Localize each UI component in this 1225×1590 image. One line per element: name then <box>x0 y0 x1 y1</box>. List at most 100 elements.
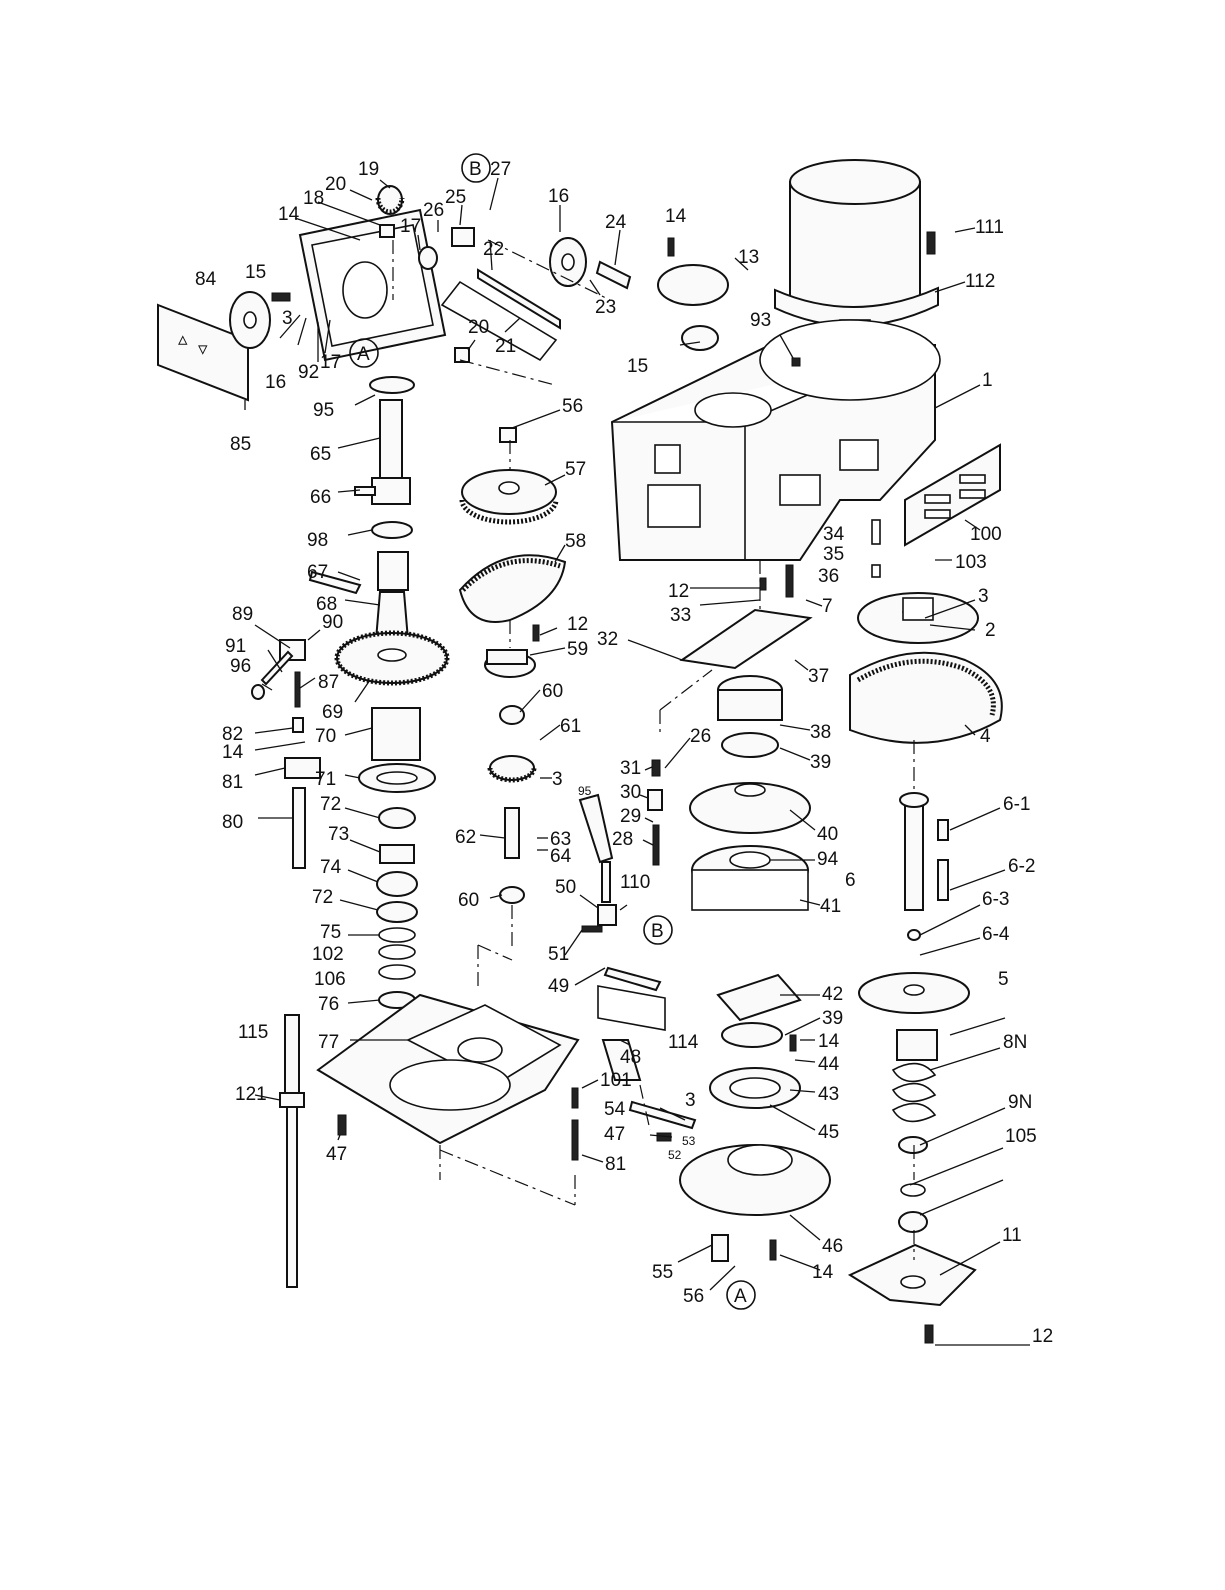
callout-111: 111 <box>975 217 1004 238</box>
bracket-64 <box>486 649 528 665</box>
callout-26: 22 <box>483 239 504 260</box>
base-plate <box>316 993 580 1145</box>
callout-19: 17 <box>320 352 341 373</box>
callout-81: 76 <box>318 994 339 1015</box>
screw-35 <box>651 759 661 777</box>
callout-114: 115 <box>238 1022 268 1043</box>
callout-64: 59 <box>567 639 588 660</box>
callout-23: 20 <box>325 174 346 195</box>
callout-110: 110 <box>620 872 650 893</box>
screw-39 <box>785 564 794 598</box>
callout-5: 5 <box>998 969 1009 990</box>
bushing-34 <box>647 789 663 811</box>
worm-21 <box>379 224 395 238</box>
washer-96 <box>791 357 801 367</box>
callout-51-left: 47 <box>326 1144 347 1165</box>
callout-16: 14 <box>278 204 300 225</box>
callout-115: 121 <box>235 1084 267 1105</box>
callout-33: 29 <box>620 806 641 827</box>
callout-17: 15 <box>245 262 266 283</box>
callout-72: 67 <box>307 562 328 583</box>
callout-59: 55 <box>652 1262 673 1283</box>
head-housing <box>610 319 941 561</box>
screw-14b <box>789 1034 797 1052</box>
callout-95: 92 <box>298 362 319 383</box>
callout-63: 58 <box>565 531 586 552</box>
callout-79: 74 <box>320 857 342 878</box>
callout-6-1: 6-1 <box>1003 794 1030 815</box>
callout-11: 11 <box>1002 1225 1022 1246</box>
callout-32: 28 <box>612 829 633 850</box>
spindle-stack <box>308 376 450 1009</box>
screw-12b <box>532 624 540 642</box>
top-cover <box>298 208 447 362</box>
callout-14-left: 14 <box>222 742 244 763</box>
callout-labels: 111 112 1 100 103 3 2 4 6-1 6-2 6 6-3 6-… <box>195 159 1053 1347</box>
callout-34: 30 <box>620 782 641 803</box>
callout-40: 36 <box>818 566 839 587</box>
callout-39: 35 <box>823 544 844 565</box>
callout-43: 39 <box>810 752 831 773</box>
callout-20: 17 <box>400 216 421 237</box>
callout-6: 6 <box>845 870 856 891</box>
callout-27: 23 <box>595 297 616 318</box>
callout-18-top: 16 <box>548 186 569 207</box>
callout-58: 54 <box>604 1099 626 1120</box>
shaft-25 <box>477 268 561 330</box>
callout-44: 40 <box>817 824 838 845</box>
feed-handle <box>578 793 666 1081</box>
callout-101: 100 <box>970 524 1002 545</box>
collar-20 <box>418 246 438 270</box>
screw-12 <box>759 577 767 591</box>
callout-18-left: 16 <box>265 372 286 393</box>
callout-41: 37 <box>808 666 829 687</box>
callout-65-lower: 60 <box>458 890 479 911</box>
callout-48: 44 <box>818 1054 840 1075</box>
callout-14-top: 14 <box>665 206 687 227</box>
callout-13: 13 <box>738 247 759 268</box>
callout-4: 4 <box>980 726 991 747</box>
callout-3-top: 3 <box>282 308 293 329</box>
callout-106: 105 <box>1005 1126 1037 1147</box>
callout-99: 96 <box>230 656 251 677</box>
assembly-center-lines <box>392 239 915 1260</box>
callout-37: 33 <box>670 605 691 626</box>
shaft-28 <box>595 260 632 290</box>
callout-46: 42 <box>822 984 843 1005</box>
callout-leaders <box>244 177 1030 1346</box>
depth-stop-parts <box>251 639 321 869</box>
callout-24: 20 <box>468 317 489 338</box>
callout-38: 34 <box>823 524 845 545</box>
callout-75: 70 <box>315 726 336 747</box>
spindle-pulley-column <box>847 592 1003 1344</box>
feed-rod <box>279 1014 305 1288</box>
callout-14-mid: 14 <box>818 1031 840 1052</box>
callout-55: 51 <box>548 944 569 965</box>
marker-circle-b-center <box>643 915 673 945</box>
callout-6-2: 6-2 <box>1008 856 1035 877</box>
callout-89: 81 <box>222 772 243 793</box>
callout-113: 114 <box>668 1032 699 1053</box>
callout-6-3: 6-3 <box>982 889 1009 910</box>
callout-98: 95 <box>313 400 334 421</box>
callout-21: 18 <box>303 188 324 209</box>
plate-13 <box>657 264 729 306</box>
pin-102 <box>571 1087 579 1109</box>
marker-a-bottom: A <box>734 1286 747 1307</box>
callout-71: 66 <box>310 487 331 508</box>
callout-90: 82 <box>222 724 243 745</box>
plate-marker-down: ▿ <box>198 339 208 360</box>
callout-105: 103 <box>955 552 987 573</box>
callout-77-upper: 72 <box>320 794 341 815</box>
callout-14-bottom: 14 <box>812 1262 834 1283</box>
callout-99-handle: 95 <box>578 784 592 798</box>
callout-28: 24 <box>605 212 627 233</box>
marker-b-center: B <box>651 921 664 942</box>
callout-35: 31 <box>620 758 641 779</box>
spring-84 <box>571 1119 579 1161</box>
callout-9N: 9N <box>1008 1092 1032 1113</box>
callout-69: 64 <box>550 846 572 867</box>
callout-31: 27 <box>490 159 511 180</box>
callout-7: 7 <box>822 596 833 617</box>
